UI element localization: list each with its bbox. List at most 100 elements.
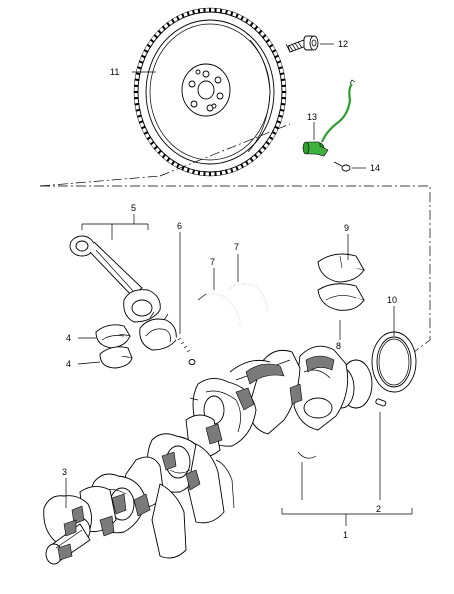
assembly-centerlines [39,123,431,353]
gear-tooth [192,169,195,175]
callout-7-right: 7 [234,242,239,252]
gear-tooth [171,160,175,166]
gear-tooth [176,15,180,21]
rod-bolt [173,335,196,365]
rod-bearing-shell-upper [95,324,131,349]
gear-tooth [225,169,228,175]
connecting-rod [69,235,161,323]
gear-tooth [135,72,141,76]
callout-12: 12 [338,39,348,49]
callout-6: 6 [177,221,182,231]
gear-tooth [249,22,254,27]
callout-7-left: 7 [210,257,215,267]
gear-tooth [197,170,201,176]
callout-1: 1 [343,530,348,540]
leader-lines [65,43,413,526]
dowel-pin [375,398,387,407]
gear-tooth [254,25,259,31]
gear-tooth [235,166,239,171]
gear-tooth [265,141,271,146]
callout-9: 9 [344,223,349,233]
gear-tooth [265,38,271,43]
crankshaft [43,345,373,565]
gear-tooth [271,131,277,135]
gear-tooth [149,141,155,146]
gear-tooth [166,22,171,27]
gear-tooth [281,78,286,82]
gear-tooth [258,149,263,155]
gear-tooth [149,38,155,43]
main-bearing-shell-upper [317,253,365,283]
gear-tooth [271,49,277,53]
flywheel-ring-gear-teeth [133,7,287,177]
callout-14: 14 [370,163,380,173]
gear-tooth [186,168,190,173]
gear-tooth [225,9,228,15]
flywheel-bolt [285,35,319,53]
gear-tooth [249,157,254,162]
callout-5: 5 [131,203,136,213]
gear-tooth [274,54,279,59]
gear-tooth [153,34,158,39]
gear-tooth [134,78,139,82]
gear-tooth [258,29,263,35]
thrust-washer-right [227,283,269,313]
gear-outline [133,7,287,177]
gear-tooth [143,131,149,135]
gear-tooth [192,9,195,15]
gear-tooth [279,108,285,112]
gear-tooth [240,163,244,169]
gear-tooth [146,136,152,141]
sensor-screw [333,161,351,172]
gear-tooth [268,43,274,48]
gear-tooth [138,60,144,64]
gear-tooth [143,49,149,53]
gear-tooth [230,11,234,16]
gear-tooth [135,108,141,112]
callout-8: 8 [336,341,341,351]
gear-tooth [254,153,259,159]
gear-tooth [138,120,144,124]
gear-tooth [157,149,162,155]
gear-tooth [181,166,185,171]
gear-tooth [262,34,267,39]
gear-tooth [276,60,282,64]
gear-tooth [219,170,223,176]
rod-bearing-shell-lower [99,346,133,369]
gear-tooth [240,15,244,21]
gear-tooth [166,157,171,162]
gear-tooth [245,18,249,24]
gear-tooth [186,11,190,16]
gear-tooth [181,13,185,18]
callout-10: 10 [387,295,397,305]
gear-tooth [281,102,286,106]
gear-tooth [268,136,274,141]
gear-tooth [161,25,166,31]
gear-tooth [157,29,162,35]
callout-13: 13 [307,112,317,122]
callout-11: 11 [110,67,119,77]
gear-tooth [137,66,142,70]
crankshaft-seal-ring [371,331,417,393]
gear-tooth [230,168,234,173]
gear-tooth [279,72,285,76]
gear-tooth [141,54,146,59]
gear-tooth [171,18,175,24]
gear-tooth [235,13,239,18]
gear-tooth [245,160,249,166]
gear-tooth [137,114,142,118]
callout-4-upper: 4 [66,333,71,343]
gear-tooth [219,8,223,14]
callout-3: 3 [62,467,67,477]
speed-sensor [302,79,356,157]
gear-tooth [176,163,180,169]
gear-tooth [278,66,283,70]
callout-4-lower: 4 [66,359,71,369]
gear-tooth [278,114,283,118]
gear-tooth [146,43,152,48]
gear-tooth [262,145,267,150]
flywheel [133,7,287,177]
gear-tooth [141,125,146,130]
gear-tooth [276,120,282,124]
